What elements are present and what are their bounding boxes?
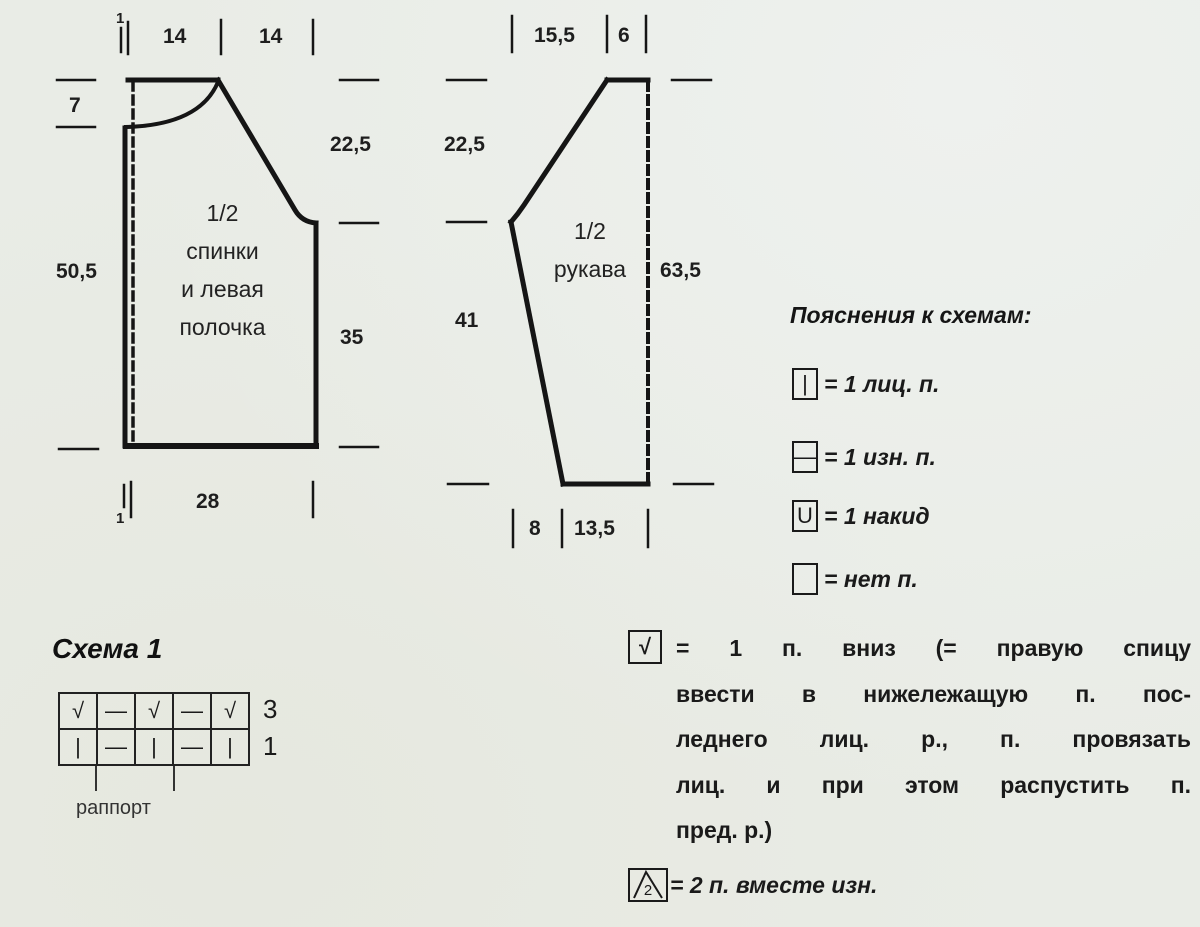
dim-sleeve-bottom-right: 13,5 [574, 517, 615, 540]
back-piece-outline [122, 76, 319, 449]
back-dim-ticks [55, 18, 380, 519]
scheme-cell: | [134, 728, 174, 766]
legend-item-purl: — = 1 изн. п. [792, 441, 936, 473]
scheme-cell: √ [134, 692, 174, 730]
legend-item-knit: | = 1 лиц. п. [792, 368, 939, 400]
scheme-cell: — [172, 692, 212, 730]
purl-stitch-icon: — [792, 441, 818, 473]
rapport-label: раппорт [76, 797, 151, 819]
dim-back-neck-depth: 7 [69, 94, 81, 117]
dim-sleeve-top-flat: 6 [618, 24, 630, 47]
yarn-over-icon: U [792, 500, 818, 532]
legend-item-text: = 1 лиц. п. [824, 370, 940, 397]
scheme-chart: √ — √ — √ | — | — | [58, 692, 250, 766]
scheme-cell: | [58, 728, 98, 766]
scheme-row-3: √ — √ — √ [58, 692, 250, 730]
dim-back-top-right-width: 14 [259, 25, 283, 48]
legend-item-stitch-down-text: = 1 п. вниз (= правую спицу ввести в ниж… [676, 635, 1191, 843]
legend-item-text: = нет п. [824, 565, 918, 592]
dim-back-side-height: 35 [340, 326, 364, 349]
sleeve-piece-outline [507, 76, 651, 487]
dim-back-top-left-width: 14 [163, 25, 187, 48]
dim-sleeve-total-height: 63,5 [660, 259, 701, 282]
legend-item-stitch-down-symbol: √ [628, 630, 668, 664]
dim-back-bottom-small: 1 [116, 510, 125, 527]
scheme-cell: √ [58, 692, 98, 730]
scheme-cell: | [210, 728, 250, 766]
rapport-bracket [95, 766, 175, 791]
legend-item-yarn-over: U = 1 накид [792, 500, 930, 532]
knit-stitch-icon: | [792, 368, 818, 400]
scheme-row-number: 1 [263, 731, 278, 761]
scheme-title: Схема 1 [52, 633, 163, 664]
sleeve-dim-ticks [445, 14, 715, 549]
legend-item-purl2tog: 2 = 2 п. вместе изн. [628, 868, 877, 902]
dim-back-armhole-height: 22,5 [330, 133, 371, 156]
legend-title: Пояснения к схемам: [790, 302, 1032, 328]
sleeve-piece-title: 1/2 рукава [553, 218, 627, 282]
dim-back-top-small: 1 [116, 10, 125, 27]
dim-sleeve-top-slope: 15,5 [534, 24, 575, 47]
scheme-row-1: | — | — | [58, 728, 250, 766]
scheme-row-number: 3 [263, 694, 278, 724]
dim-back-bottom-width: 28 [196, 490, 220, 513]
back-piece-title: 1/2 спинки и левая полочка [179, 200, 266, 340]
legend-item-text: = 2 п. вместе изн. [670, 871, 878, 898]
stitch-down-icon: √ [628, 630, 662, 664]
scheme-cell: √ [210, 692, 250, 730]
dim-sleeve-cap-height: 22,5 [444, 133, 485, 156]
dim-sleeve-lower-height: 41 [455, 309, 479, 332]
legend-item-text: = 1 накид [824, 502, 930, 529]
no-stitch-icon [792, 563, 818, 595]
scheme-cell: — [96, 692, 136, 730]
scheme-cell: — [96, 728, 136, 766]
dim-back-total-height: 50,5 [56, 260, 97, 283]
dim-sleeve-bottom-left: 8 [529, 517, 541, 540]
legend-item-no-stitch: = нет п. [792, 563, 918, 595]
legend-item-text: = 1 изн. п. [824, 443, 936, 470]
purl-two-together-icon: 2 [628, 868, 668, 902]
scheme-cell: — [172, 728, 212, 766]
triangle-glyph [633, 870, 663, 899]
